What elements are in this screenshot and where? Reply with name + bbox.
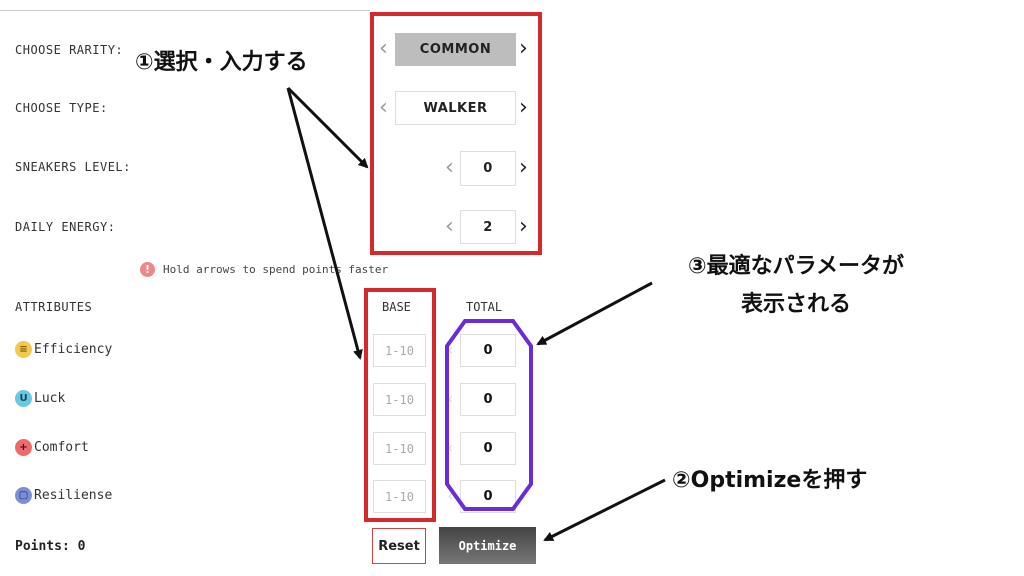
reset-button[interactable]: Reset (372, 528, 426, 564)
resiliense-total: 0 (460, 480, 516, 513)
attributes-heading: ATTRIBUTES (15, 300, 93, 314)
type-value: WALKER (395, 91, 516, 125)
luck-icon: U (15, 390, 32, 407)
points-counter: Points: 0 (15, 539, 86, 554)
level-value: 0 (460, 151, 516, 186)
attribute-name: Luck (34, 391, 66, 406)
energy-label: DAILY ENERGY: (15, 220, 116, 234)
rarity-value: COMMON (395, 33, 516, 66)
base-highlight-box (364, 288, 436, 522)
selection-highlight-box (370, 12, 542, 255)
step3-annotation-line1: ③最適なパラメータが (688, 254, 904, 279)
efficiency-total: 0 (460, 334, 516, 367)
type-prev-arrow-icon[interactable]: ‹ (379, 95, 388, 120)
level-next-arrow-icon[interactable]: › (519, 155, 528, 180)
hint-row: ! Hold arrows to spend points faster (140, 262, 388, 277)
level-label: SNEAKERS LEVEL: (15, 160, 131, 174)
comfort-icon: + (15, 439, 32, 456)
chevron-left-icon: ‹ (447, 438, 454, 457)
resiliense-base-input[interactable]: 1-10 (373, 480, 426, 513)
attribute-name: Comfort (34, 440, 89, 455)
arrow-to-selectors (286, 86, 369, 169)
energy-prev-arrow-icon[interactable]: ‹ (445, 214, 454, 239)
efficiency-base-input[interactable]: 1-10 (373, 334, 426, 367)
energy-value: 2 (460, 210, 516, 244)
chevron-left-icon: ‹ (447, 340, 454, 359)
level-prev-arrow-icon[interactable]: ‹ (445, 155, 454, 180)
optimize-button[interactable]: Optimize (439, 527, 536, 564)
arrow-to-optimize (543, 478, 666, 542)
top-divider (0, 10, 370, 11)
rarity-next-arrow-icon[interactable]: › (519, 36, 528, 61)
step2-annotation: ②Optimizeを押す (672, 468, 868, 493)
type-label: CHOOSE TYPE: (15, 101, 108, 115)
rarity-prev-arrow-icon[interactable]: ‹ (379, 36, 388, 61)
resiliense-icon: ▢ (15, 487, 32, 504)
attribute-resiliense: ▢ Resiliense (15, 487, 112, 504)
attribute-comfort: + Comfort (15, 439, 89, 456)
type-next-arrow-icon[interactable]: › (519, 95, 528, 120)
total-heading: TOTAL (466, 300, 503, 314)
attribute-luck: U Luck (15, 390, 65, 407)
comfort-total: 0 (460, 432, 516, 465)
step1-annotation: ①選択・入力する (135, 50, 308, 75)
base-heading: BASE (382, 300, 411, 314)
luck-base-input[interactable]: 1-10 (373, 383, 426, 416)
chevron-left-icon: ‹ (447, 486, 454, 505)
luck-total: 0 (460, 383, 516, 416)
step3-annotation-line2: 表示される (740, 292, 851, 317)
attribute-efficiency: ≡ Efficiency (15, 341, 112, 358)
attribute-name: Resiliense (34, 488, 113, 503)
hint-text: Hold arrows to spend points faster (163, 263, 389, 276)
warning-icon: ! (140, 262, 155, 277)
arrow-to-base (286, 87, 363, 360)
efficiency-icon: ≡ (15, 341, 32, 358)
comfort-base-input[interactable]: 1-10 (373, 432, 426, 465)
arrow-to-total (536, 281, 653, 346)
attribute-name: Efficiency (34, 342, 113, 357)
energy-next-arrow-icon[interactable]: › (519, 214, 528, 239)
rarity-label: CHOOSE RARITY: (15, 43, 124, 57)
chevron-left-icon: ‹ (447, 389, 454, 408)
